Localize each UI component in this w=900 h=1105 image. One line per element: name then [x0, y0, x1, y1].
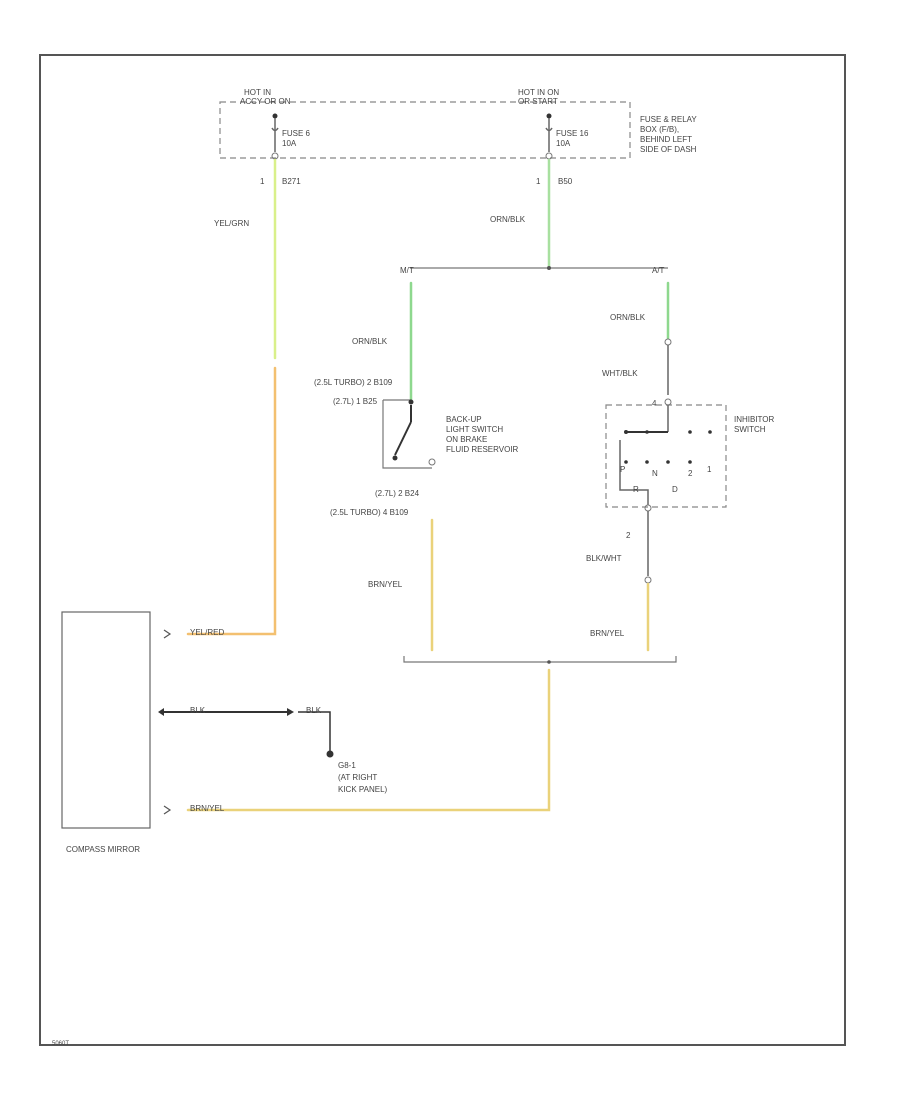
position-r: R [633, 485, 639, 494]
backup-top-line1: (2.5L TURBO) 2 B109 [314, 378, 393, 387]
fuse-box-label-3: BEHIND LEFT [640, 135, 692, 144]
wire-brn-yel-mirror [186, 668, 551, 812]
compass-mirror-box [61, 611, 151, 829]
inhibitor-pin-top: 4 [652, 399, 657, 408]
inhibitor-switch-box [605, 404, 727, 508]
position-p: P [620, 465, 625, 474]
position-d: D [672, 485, 678, 494]
inhibitor-connector-bottom [644, 504, 652, 512]
backup-label-3: ON BRAKE [446, 435, 487, 444]
ground-point [326, 750, 334, 758]
inhibitor-label-1: INHIBITOR [734, 415, 775, 424]
backup-bot-line1: (2.7L) 2 B24 [375, 489, 420, 498]
merge-point [547, 660, 551, 664]
label-wht-blk: WHT/BLK [602, 369, 638, 378]
branch-at: A/T [652, 266, 665, 275]
diagram-frame [39, 54, 846, 1046]
backup-top-line2: (2.7L) 1 B25 [333, 397, 378, 406]
label-orn-blk-at: ORN/BLK [610, 313, 646, 322]
arrow-yel-red [163, 629, 172, 639]
backup-label-4: FLUID RESERVOIR [446, 445, 519, 454]
label-orn-blk-mt: ORN/BLK [352, 337, 388, 346]
inhibitor-label-2: SWITCH [734, 425, 766, 434]
inhibitor-connector-top [664, 398, 672, 406]
ground-label-3: KICK PANEL) [338, 785, 388, 794]
label-brn-yel-mirror: BRN/YEL [190, 804, 225, 813]
fuse6-symbol [271, 113, 279, 160]
left-pin: 1 [260, 177, 265, 186]
position-1: 1 [707, 465, 712, 474]
connector-at-2 [644, 576, 652, 584]
position-2: 2 [688, 469, 693, 478]
connector-at-1 [664, 338, 672, 346]
inhibitor-pin-bottom: 2 [626, 531, 631, 540]
ground-label-1: G8-1 [338, 761, 356, 770]
backup-bot-line2: (2.5L TURBO) 4 B109 [330, 508, 409, 517]
label-yel-red: YEL/RED [190, 628, 224, 637]
wire-yel-red [186, 366, 277, 636]
fuse6-hot-line1: HOT IN [244, 88, 271, 97]
fuse-box-label-2: BOX (F/B), [640, 125, 679, 134]
fuse6-hot-line2: ACCY OR ON [240, 97, 291, 106]
fuse16-symbol [545, 113, 553, 160]
fuse-box-label-1: FUSE & RELAY [640, 115, 697, 124]
wire-blk-2 [298, 711, 331, 752]
arrow-brn-yel [163, 805, 172, 815]
label-brn-yel-at: BRN/YEL [590, 629, 625, 638]
label-blk-1: BLK [190, 706, 206, 715]
inhibitor-contacts [619, 405, 712, 505]
label-blk-2: BLK [306, 706, 322, 715]
compass-mirror-label: COMPASS MIRROR [66, 845, 140, 854]
backup-label-2: LIGHT SWITCH [446, 425, 503, 434]
label-blk-wht: BLK/WHT [586, 554, 622, 563]
right-circuit: B50 [558, 177, 573, 186]
label-yel-grn: YEL/GRN [214, 219, 249, 228]
position-n: N [652, 469, 658, 478]
fuse16-hot-line2: OR START [518, 97, 558, 106]
fuse16-rating: 10A [556, 139, 571, 148]
label-brn-yel-mt: BRN/YEL [368, 580, 403, 589]
fuse16-hot-line1: HOT IN ON [518, 88, 559, 97]
ground-label-2: (AT RIGHT [338, 773, 377, 782]
merge-bracket [403, 656, 677, 663]
fuse6-rating: 10A [282, 139, 297, 148]
fuse6-label: FUSE 6 [282, 129, 311, 138]
right-pin: 1 [536, 177, 541, 186]
arrow-blk [158, 708, 164, 716]
backup-label-1: BACK-UP [446, 415, 482, 424]
fuse-box-label-4: SIDE OF DASH [640, 145, 697, 154]
fuse-relay-box [219, 101, 631, 159]
branch-mt: M/T [400, 266, 414, 275]
backup-light-switch [382, 399, 436, 469]
label-orn-blk-top: ORN/BLK [490, 215, 526, 224]
fuse16-label: FUSE 16 [556, 129, 589, 138]
diagram-code: 5060T [52, 1041, 69, 1047]
connector-blk [287, 708, 294, 716]
splice-point [547, 266, 551, 270]
left-circuit: B271 [282, 177, 301, 186]
